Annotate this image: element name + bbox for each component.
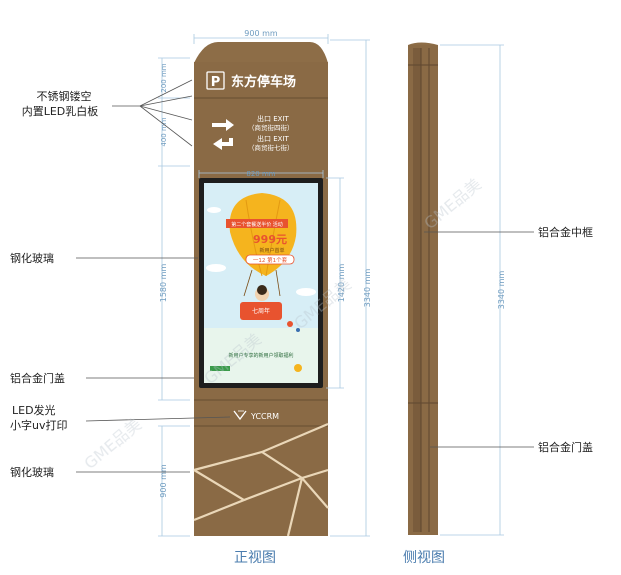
side-view	[408, 42, 438, 535]
callout-stainless-1: 不锈钢镂空	[37, 89, 92, 103]
dim-h-1420: 1420 mm	[337, 264, 346, 303]
dim-h-200: 200 mm	[160, 63, 168, 92]
exit-2-label: 出口 EXIT	[257, 134, 290, 143]
dim-width-screen: 820 mm	[246, 170, 275, 178]
upper-sign-panel	[194, 62, 328, 166]
watermark-4: GME品美	[80, 415, 145, 473]
dim-h-3340-front: 3340 mm	[363, 269, 372, 308]
promo-top: 第二个套餐送半价 活动	[231, 221, 283, 228]
brand-logo-icon	[233, 410, 247, 421]
brand-logo-text: YCCRM	[250, 412, 279, 421]
parking-name: 东方停车场	[231, 74, 296, 90]
callout-alu-door-cover-right: 铝合金门盖	[538, 440, 593, 454]
ad-screen: 第二个套餐送半价 活动 999元 新用户首单 一12 第1个套 七周年 新用户专…	[204, 183, 318, 383]
callout-led-1: LED发光	[12, 403, 56, 417]
promo-banner	[226, 219, 288, 228]
dim-width-total: 900 mm	[244, 29, 278, 38]
promo-band: 一12 第1个套	[253, 256, 288, 264]
callout-tempered-glass-2: 钢化玻璃	[10, 465, 54, 479]
screen-bottom-text: 新用户专享的新用户领取福利	[228, 352, 293, 359]
parking-p-letter: P	[211, 75, 221, 90]
exit-1-label: 出口 EXIT	[257, 114, 290, 123]
dim-h-1580: 1580 mm	[159, 264, 168, 303]
exit-2-street: （商贸街七街）	[248, 143, 294, 152]
callout-alu-middle-frame: 铝合金中框	[538, 225, 593, 239]
callout-alu-door-cover-left: 铝合金门盖	[10, 371, 65, 385]
promo-price: 999元	[253, 233, 287, 246]
arrow-right-icon	[212, 119, 234, 131]
base-pattern	[193, 422, 329, 537]
top-crown	[194, 42, 328, 63]
dim-h-3340-side: 3340 mm	[497, 271, 506, 310]
balloon-tag: 七周年	[252, 307, 270, 315]
front-view: P 东方停车场 出口 EXIT （商贸街四街） 出口 EXIT （商贸街七街）	[193, 42, 329, 537]
parking-p-box	[206, 71, 225, 90]
led-logo-panel	[194, 400, 328, 426]
dim-h-900: 900 mm	[159, 464, 168, 498]
callout-tempered-glass-1: 钢化玻璃	[10, 251, 54, 265]
arrow-return-icon	[213, 138, 233, 150]
callout-leaders	[76, 79, 534, 473]
promo-sub: 新用户首单	[259, 247, 284, 254]
side-body	[408, 45, 438, 535]
callout-led-2: 小字uv打印	[10, 418, 67, 432]
dimension-lines	[158, 34, 504, 537]
dim-h-400: 400 mm	[160, 117, 168, 146]
front-view-caption: 正视图	[234, 550, 276, 566]
side-view-caption: 侧视图	[403, 550, 445, 566]
callout-stainless-2: 内置LED乳白板	[22, 104, 99, 118]
exit-1-street: （商贸街四街）	[248, 123, 294, 132]
